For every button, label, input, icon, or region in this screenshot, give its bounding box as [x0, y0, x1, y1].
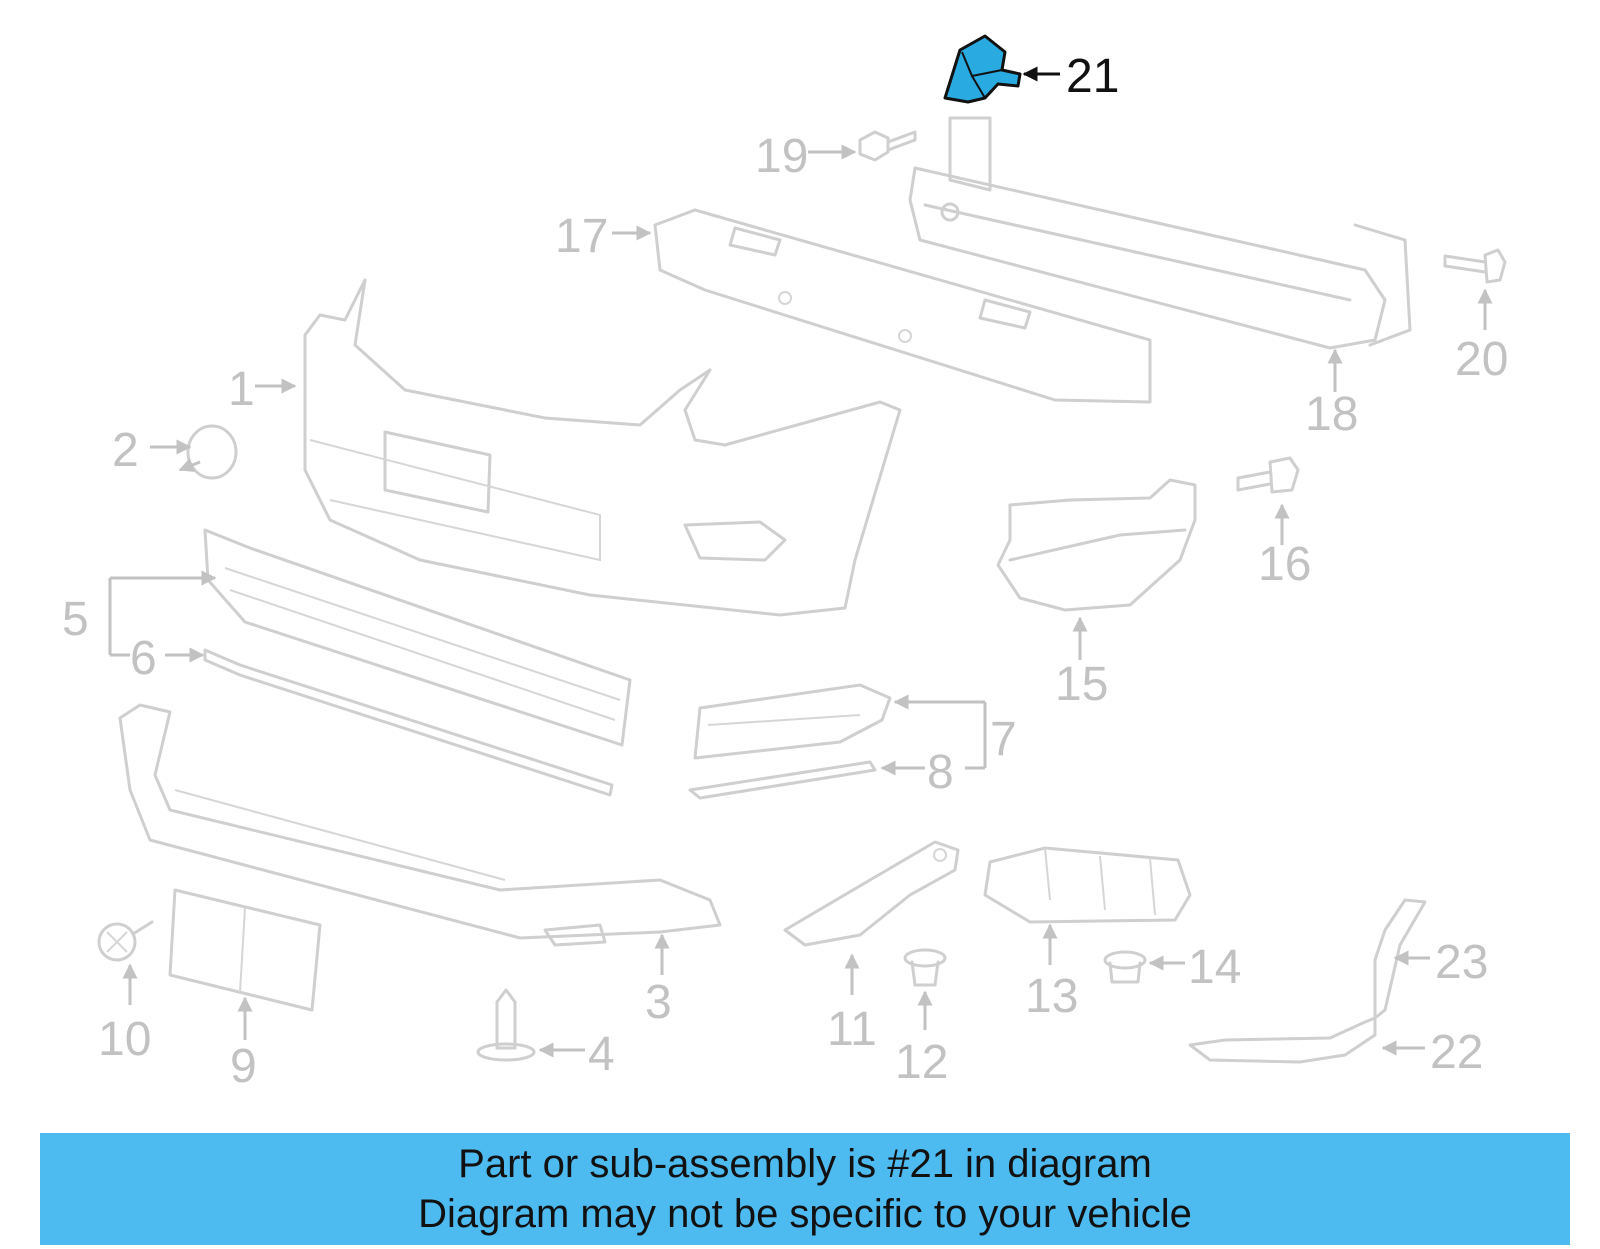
- part-21-bracket[interactable]: [943, 34, 1022, 104]
- part-14-nut: [1103, 950, 1147, 984]
- part-7-fog-grille: [693, 683, 892, 760]
- part-4-screw: [476, 988, 536, 1062]
- leader-2b: [178, 458, 201, 472]
- callout-5: 5: [62, 593, 89, 646]
- info-banner: Part or sub-assembly is #21 in diagram D…: [40, 1133, 1570, 1245]
- part-9-license-plate: [168, 888, 322, 1012]
- callout-11: 11: [827, 1003, 877, 1056]
- callout-19: 19: [755, 130, 808, 183]
- callout-22: 22: [1430, 1026, 1483, 1079]
- part-2-tow-cap: [186, 424, 238, 480]
- part-19-bolt: [858, 130, 917, 162]
- callout-2: 2: [112, 424, 139, 477]
- callout-18: 18: [1305, 388, 1358, 441]
- callout-1: 1: [228, 363, 255, 416]
- part-18-reinforcement: [908, 116, 1412, 350]
- part-6-trim-strip: [203, 648, 614, 797]
- callout-8: 8: [927, 746, 954, 799]
- part-12-nut: [903, 948, 947, 987]
- callout-20: 20: [1455, 333, 1508, 386]
- banner-line-disclaimer: Diagram may not be specific to your vehi…: [418, 1192, 1192, 1236]
- banner-line-part: Part or sub-assembly is #21 in diagram: [458, 1142, 1152, 1186]
- callout-23: 23: [1435, 936, 1488, 989]
- callout-12: 12: [895, 1036, 948, 1089]
- callout-15: 15: [1055, 658, 1108, 711]
- part-16-screw: [1236, 456, 1300, 494]
- callout-6: 6: [130, 632, 157, 685]
- part-11-bracket: [783, 840, 960, 947]
- callout-21: 21: [1066, 50, 1119, 103]
- callout-14: 14: [1188, 941, 1241, 994]
- callout-9: 9: [230, 1040, 257, 1093]
- part-23-trim: [1373, 898, 1427, 1020]
- part-22-lower-trim: [1188, 1016, 1377, 1064]
- part-5-grille: [203, 528, 632, 747]
- callout-3: 3: [645, 976, 672, 1029]
- part-17-absorber: [653, 208, 1152, 404]
- callout-10: 10: [98, 1013, 151, 1066]
- callout-7: 7: [990, 713, 1017, 766]
- callout-17: 17: [555, 210, 608, 263]
- part-13-guide: [983, 846, 1192, 924]
- part-10-clip: [97, 920, 154, 962]
- callout-13: 13: [1025, 970, 1078, 1023]
- part-8-strip: [688, 760, 877, 800]
- part-20-bolt: [1443, 248, 1507, 284]
- part-3-lower-spoiler: [118, 703, 722, 947]
- part-1-bumper-cover: [303, 278, 902, 617]
- part-15-bracket: [996, 478, 1197, 612]
- parts-diagram: 21 19 18 20 17 1: [62, 34, 1508, 1093]
- callout-16: 16: [1258, 538, 1311, 591]
- callout-4: 4: [588, 1028, 615, 1081]
